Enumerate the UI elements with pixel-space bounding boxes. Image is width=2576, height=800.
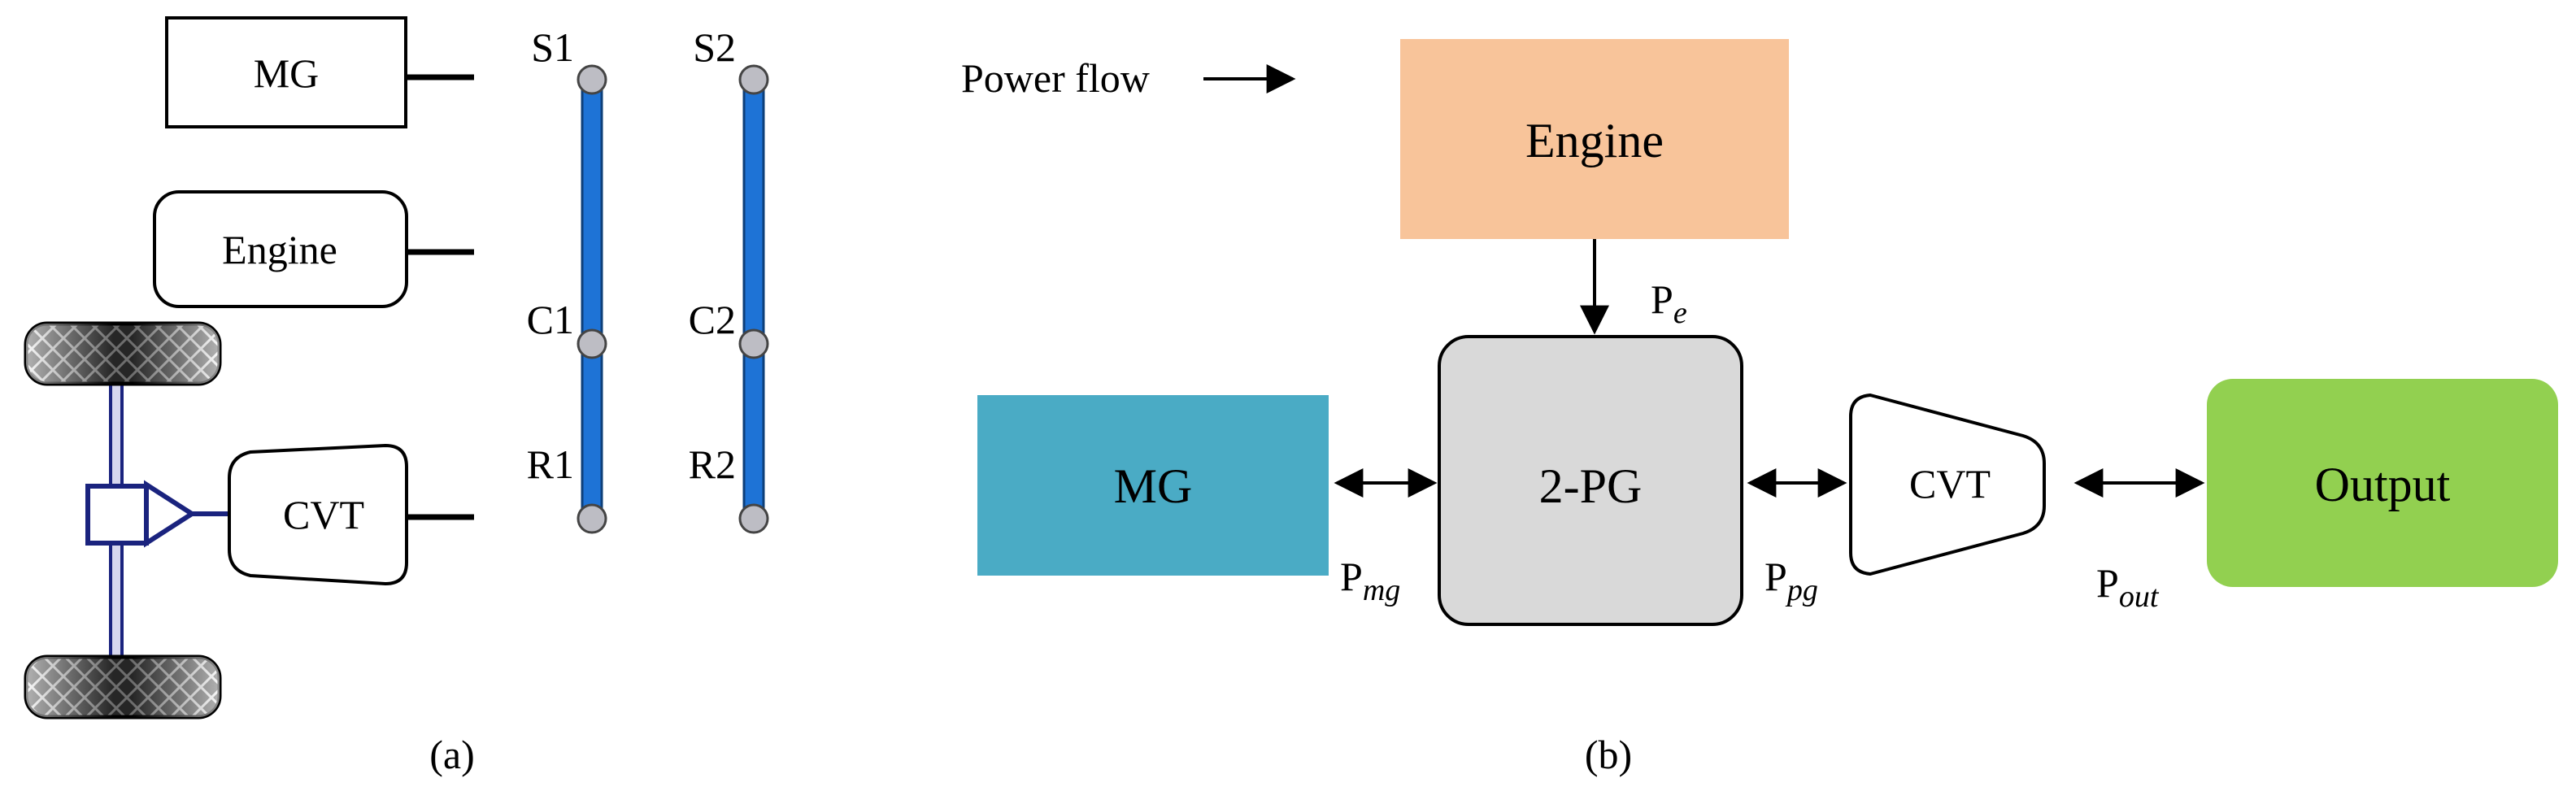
p-pg-label: Ppg <box>1764 554 1818 607</box>
pg-label-b: 2-PG <box>1539 459 1643 513</box>
rear-wheel <box>24 654 222 720</box>
engine-box-b <box>1400 39 1789 239</box>
node-r1 <box>577 503 607 534</box>
label-r2: R2 <box>689 441 736 487</box>
label-c1: C1 <box>527 297 574 342</box>
engine-label-b: Engine <box>1525 114 1664 167</box>
engine-block-b: Engine <box>1400 39 1789 239</box>
panel-a: MG Engine CVT <box>24 16 769 777</box>
node-s1 <box>577 64 607 95</box>
mg-block-a: MG <box>165 16 474 128</box>
panel-b: Power flow Engine Pe MG Pmg 2-PG Ppg CVT <box>961 39 2558 777</box>
caption-b: (b) <box>1585 732 1632 777</box>
node-r2 <box>738 503 769 534</box>
power-flow-legend: Power flow <box>961 55 1296 101</box>
lever-2: S2 C2 R2 <box>689 24 769 534</box>
lever-2-bar <box>742 78 765 520</box>
cvt-block-a: CVT <box>228 443 474 586</box>
output-box-b <box>2207 379 2558 587</box>
engine-block-a: Engine <box>153 190 474 308</box>
legend-label: Power flow <box>961 55 1150 101</box>
pg-block-b: 2-PG <box>1438 335 1743 626</box>
output-label-b: Output <box>2315 458 2451 511</box>
cvt-label-a: CVT <box>283 492 364 537</box>
final-drive-gear <box>144 480 197 548</box>
cvt-block-b: CVT <box>1849 393 2046 576</box>
engine-label-a: Engine <box>222 227 337 272</box>
label-s1: S1 <box>531 24 574 70</box>
pg-box-b <box>1438 335 1743 626</box>
p-e-label: Pe <box>1651 276 1687 330</box>
node-c1 <box>577 328 607 359</box>
label-s2: S2 <box>693 24 736 70</box>
output-block-b: Output <box>2207 379 2558 587</box>
label-c2: C2 <box>689 297 736 342</box>
front-wheel <box>24 321 222 386</box>
lever-1: S1 C1 R1 <box>527 24 607 534</box>
node-s2 <box>738 64 769 95</box>
mg-label-b: MG <box>1114 459 1193 513</box>
cvt-label-b: CVT <box>1909 461 1991 507</box>
node-c2 <box>738 328 769 359</box>
p-mg-label: Pmg <box>1340 554 1400 607</box>
p-out-label: Pout <box>2096 560 2160 614</box>
mg-block-b: MG <box>977 395 1329 576</box>
label-r1: R1 <box>527 441 574 487</box>
caption-a: (a) <box>429 732 475 777</box>
lever-1-bar <box>581 78 603 520</box>
mg-box-b <box>977 395 1329 576</box>
differential-box <box>85 484 149 546</box>
cvt-shape-b <box>1849 393 2046 576</box>
mg-label-a: MG <box>254 50 320 96</box>
drive-axle <box>24 321 229 720</box>
